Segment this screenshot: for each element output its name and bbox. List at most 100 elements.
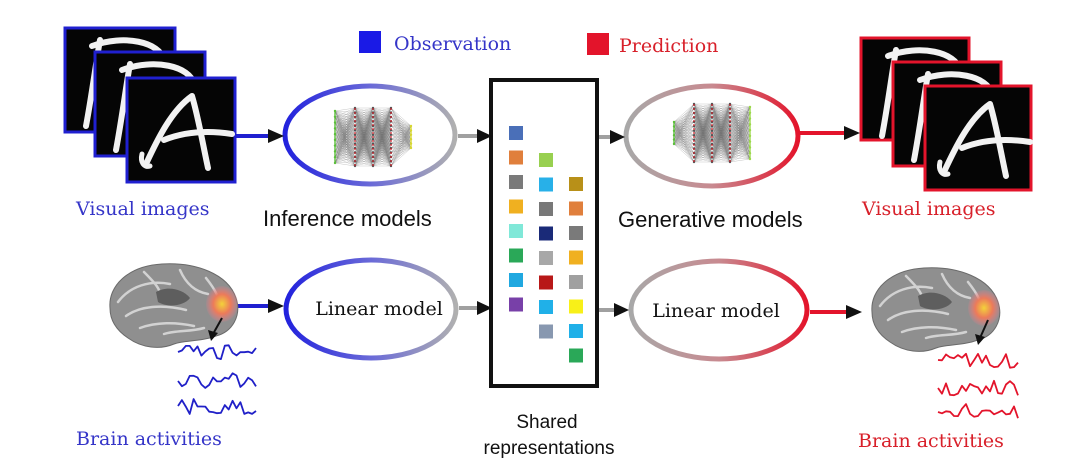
shared-square: [509, 273, 523, 287]
left-visual-images-label: Visual images: [75, 198, 209, 220]
network-edge: [693, 103, 713, 136]
network-edge: [334, 121, 356, 164]
network-edge: [711, 103, 731, 109]
network-node: [692, 134, 696, 137]
network-edge: [334, 107, 356, 152]
shared-label-line1: Shared: [516, 412, 577, 433]
network-edge: [334, 162, 356, 167]
network-edge: [729, 124, 751, 163]
network-edge: [334, 107, 356, 164]
network-edge: [334, 112, 356, 158]
network-node: [728, 129, 732, 132]
shared-square: [539, 202, 553, 216]
network-edge: [334, 107, 356, 135]
network-edge: [729, 106, 751, 158]
network-edge: [693, 157, 713, 163]
network-node: [710, 129, 714, 132]
network-edge: [354, 107, 374, 122]
network-edge: [354, 125, 374, 167]
network-edge: [354, 107, 374, 131]
network-edge: [711, 139, 731, 163]
prediction-legend-swatch: [587, 33, 609, 55]
shared-square: [539, 153, 553, 167]
network-edge: [673, 143, 695, 149]
network-edge: [711, 144, 731, 163]
network-edge: [673, 143, 695, 158]
network-edge: [372, 143, 392, 167]
network-edge: [711, 103, 731, 145]
network-edge: [693, 148, 713, 163]
network-node: [389, 138, 393, 141]
network-edge: [729, 103, 751, 108]
network-edge: [390, 139, 412, 167]
network-edge: [334, 151, 356, 153]
network-edge: [693, 152, 713, 163]
network-edge: [390, 125, 412, 140]
right-brain-signal-arrow: [979, 319, 989, 339]
network-edge: [334, 112, 356, 146]
network-edge: [390, 107, 412, 127]
network-edge: [729, 112, 751, 145]
inference-network-icon: [333, 106, 413, 168]
shared-square: [509, 126, 523, 140]
network-edge: [334, 112, 356, 164]
shared-representation-squares: [509, 126, 583, 363]
network-edge: [673, 143, 695, 163]
network-edge: [372, 107, 392, 135]
network-edge: [372, 156, 392, 167]
network-edge: [334, 112, 356, 152]
shared-square: [569, 299, 583, 314]
shared-square: [509, 224, 523, 238]
network-edge: [729, 118, 751, 145]
network-edge: [711, 103, 731, 158]
arrowhead-inference-to-shared: [477, 129, 492, 143]
network-edge: [693, 103, 713, 109]
network-edge: [693, 108, 713, 163]
network-edge: [729, 124, 751, 154]
network-edge: [390, 125, 412, 135]
network-edge: [372, 107, 392, 131]
shared-square: [569, 177, 583, 191]
network-node: [353, 133, 357, 136]
network-edge: [334, 130, 356, 152]
network-edge: [334, 125, 356, 158]
brain-signal-trace: [177, 372, 257, 389]
network-edge: [729, 106, 751, 136]
shared-square: [539, 177, 553, 192]
network-edge: [354, 107, 374, 162]
network-edge: [711, 126, 731, 163]
network-edge: [354, 107, 374, 153]
left-brain-signal-arrowhead: [208, 330, 218, 341]
shared-square: [509, 150, 523, 165]
left-image-stack: [63, 26, 237, 184]
arrowhead-shared-to-right-linear: [614, 303, 629, 317]
network-edge: [711, 112, 731, 163]
network-edge: [334, 130, 356, 164]
network-edge: [334, 157, 356, 162]
network-edge: [729, 112, 751, 140]
network-edge: [693, 103, 713, 127]
network-edge: [390, 125, 412, 158]
network-edge: [729, 108, 751, 125]
right-linear-model-label: Linear model: [652, 300, 780, 322]
network-edge: [334, 107, 356, 117]
shared-square: [539, 300, 553, 314]
network-edge: [711, 157, 731, 163]
network-edge: [354, 112, 374, 167]
network-edge: [354, 130, 374, 167]
network-node: [389, 133, 393, 136]
brain-signal-trace: [177, 398, 257, 415]
network-edge: [729, 106, 751, 154]
network-node: [371, 133, 375, 136]
network-edge: [729, 108, 751, 119]
network-edge: [354, 107, 374, 144]
right-visual-images-label: Visual images: [861, 198, 995, 220]
network-edge: [729, 147, 751, 163]
network-edge: [334, 107, 356, 123]
shared-square: [569, 226, 583, 240]
network-edge: [729, 117, 751, 119]
brain-signal-trace: [937, 379, 1019, 397]
network-edge: [729, 118, 751, 158]
network-edge: [334, 107, 356, 146]
shared-square: [539, 251, 553, 265]
